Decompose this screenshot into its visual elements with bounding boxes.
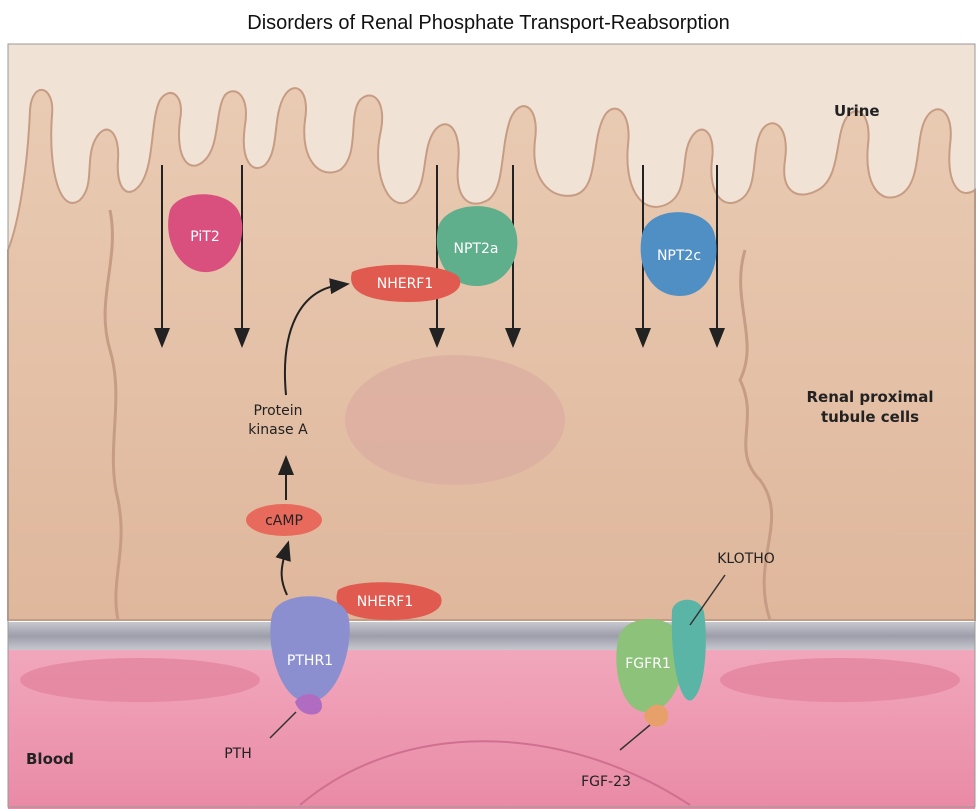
blood-vessel-right xyxy=(720,658,960,702)
camp-label: cAMP xyxy=(265,513,303,529)
npt2a-label: NPT2a xyxy=(454,241,499,257)
blood-vessel-left xyxy=(20,658,260,702)
urine-label: Urine xyxy=(834,102,880,120)
pka-label-line1: Protein xyxy=(253,403,302,419)
nucleus xyxy=(345,355,565,485)
pth-label: PTH xyxy=(224,746,252,762)
fgfr1-label: FGFR1 xyxy=(625,656,671,672)
pthr1-label: PTHR1 xyxy=(287,653,333,669)
blood-label: Blood xyxy=(26,750,74,768)
cells-label-line1: Renal proximal xyxy=(806,388,933,406)
fgf23-label: FGF-23 xyxy=(581,774,631,790)
nherf1-top-label: NHERF1 xyxy=(377,276,434,292)
basolateral-membrane xyxy=(8,622,975,650)
klotho-label: KLOTHO xyxy=(717,551,775,567)
pit2-label: PiT2 xyxy=(190,229,219,245)
pka-label-line2: kinase A xyxy=(248,422,308,438)
cells-label-line2: tubule cells xyxy=(821,408,919,426)
nherf1-bottom-label: NHERF1 xyxy=(357,594,414,610)
npt2c-label: NPT2c xyxy=(657,248,701,264)
